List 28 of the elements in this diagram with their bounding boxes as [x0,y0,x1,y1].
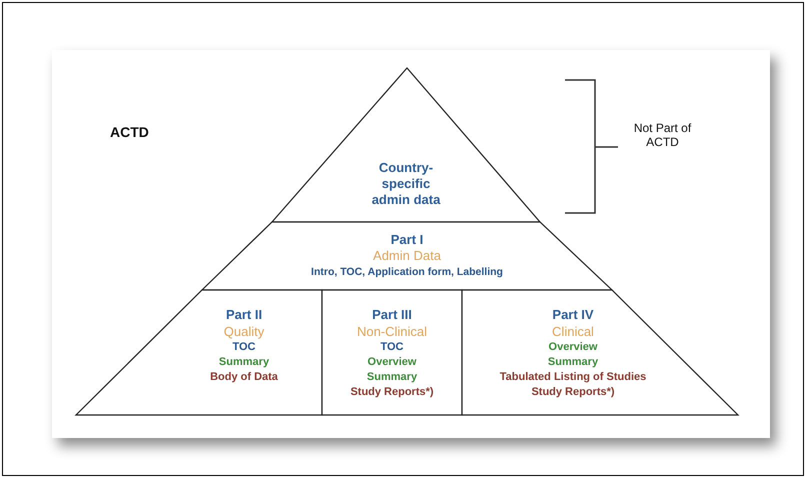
tier-text: Intro, TOC, Application form, Labelling [311,265,503,280]
tier-heading: Part I [390,232,424,248]
bracket-label: Not Part of ACTD [632,121,692,149]
tier-text: Study Reports*) [531,385,615,400]
tier-text: Body of Data [210,370,278,385]
pyramid-tier [462,290,738,415]
tier-text: Overview [548,340,598,355]
tier-text: Summary [218,355,270,370]
tier-text: Overview [368,355,416,370]
tier-text: Quality [224,323,264,340]
tier-text: Non-Clinical [356,323,428,340]
tier-text: TOC [380,340,404,355]
tier-text: Summary [548,355,598,370]
tier-text: Clinical [552,323,594,340]
pyramid-tier [202,222,612,290]
tier-heading: Country-specific admin data [370,160,442,208]
tier-text: Tabulated Listing of Studies [500,370,646,385]
tier-text: TOC [232,340,256,355]
tier-heading: Part IV [552,306,594,323]
diagram-label: ACTD [110,124,150,140]
pyramid-tier [76,290,322,415]
pyramid-tier [272,68,540,222]
pyramid-tier [322,290,462,415]
tier-text: Summary [366,370,418,385]
tier-text: Study Reports*) [350,385,434,400]
tier-heading: Part II [226,306,262,323]
tier-text: Admin Data [373,248,441,264]
tier-heading: Part III [372,306,412,323]
